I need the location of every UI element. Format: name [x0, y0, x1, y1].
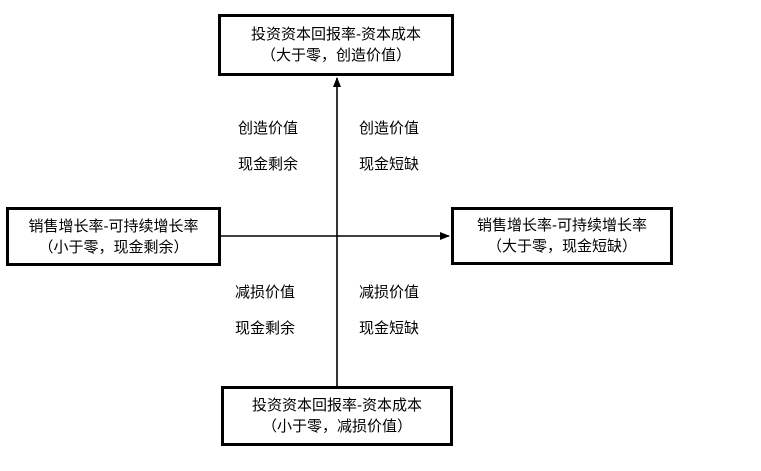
quadrant-bottom-right-value: 减损价值 [359, 283, 420, 301]
quadrant-bottom-left-cash: 现金剩余 [235, 319, 296, 337]
growth-above-sustainable-note: （大于零，现金短缺） [486, 237, 637, 255]
roic-below-cost-note: （小于零，减损价值） [261, 417, 412, 435]
roic-above-cost-note: （大于零，创造价值） [260, 46, 411, 64]
quadrant-top-left-cash: 现金剩余 [238, 155, 299, 173]
roic-below-cost-box: 投资资本回报率-资本成本 （小于零，减损价值） [221, 386, 453, 446]
growth-above-sustainable-box: 销售增长率-可持续增长率 （大于零，现金短缺） [451, 207, 673, 265]
roic-above-cost-box: 投资资本回报率-资本成本 （大于零，创造价值） [218, 14, 454, 76]
quadrant-top-right-value: 创造价值 [359, 119, 420, 137]
quadrant-top-right-cash: 现金短缺 [359, 155, 420, 173]
quadrant-bottom-right-cash: 现金短缺 [359, 319, 420, 337]
growth-below-sustainable-box: 销售增长率-可持续增长率 （小于零，现金剩余） [6, 207, 221, 266]
growth-above-sustainable-title: 销售增长率-可持续增长率 [476, 216, 648, 234]
roic-below-cost-title: 投资资本回报率-资本成本 [251, 396, 423, 414]
quadrant-bottom-left-value: 减损价值 [235, 283, 296, 301]
roic-above-cost-title: 投资资本回报率-资本成本 [250, 25, 422, 43]
growth-below-sustainable-note: （小于零，现金剩余） [38, 237, 189, 256]
growth-below-sustainable-title: 销售增长率-可持续增长率 [28, 216, 199, 235]
quadrant-top-left-value: 创造价值 [238, 119, 299, 137]
